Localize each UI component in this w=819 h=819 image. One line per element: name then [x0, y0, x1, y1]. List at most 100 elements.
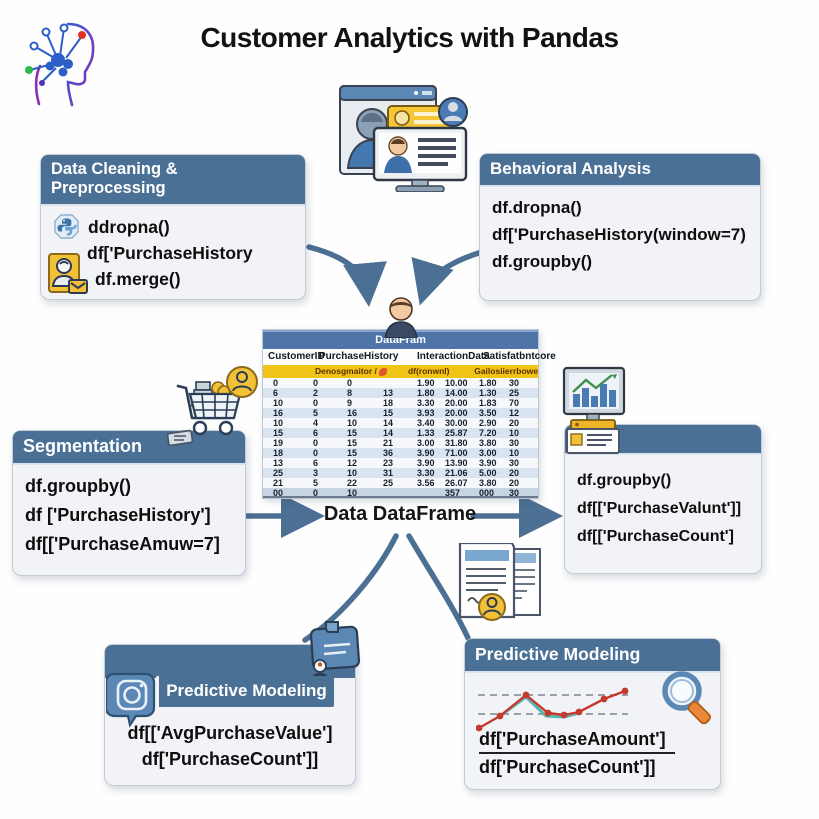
- table-cell: 12: [509, 408, 520, 418]
- table-cell: 0: [273, 378, 279, 388]
- table-cell: 3.00: [417, 438, 435, 448]
- panel-header: Data Cleaning & Preprocessing: [41, 155, 305, 206]
- panel-header: Behavioral Analysis: [480, 154, 760, 187]
- column-header: PurchaseHistory: [319, 351, 399, 362]
- code-line: ddropna(): [88, 216, 170, 237]
- column-header: Satisfatbntcore: [483, 351, 556, 362]
- code-line: df['PurchaseAmount']: [479, 729, 675, 754]
- table-cell: 2: [313, 388, 319, 398]
- subheader-cell: Gailosiierrbowe: [474, 366, 538, 376]
- subheader-cell: Denosgmaitor /: [315, 366, 377, 376]
- table-cell: 20: [509, 478, 520, 488]
- brain-network-icon: [25, 22, 95, 107]
- table-cell: 14.00: [445, 388, 468, 398]
- table-cell: 6: [273, 388, 279, 398]
- table-cell: 16: [347, 408, 358, 418]
- table-cell: 3: [313, 468, 319, 478]
- panel-header: Predictive Modeling: [156, 676, 334, 707]
- table-cell: 3.90: [417, 458, 435, 468]
- panel-behavioral-analysis: Behavioral Analysis df.dropna() df['Purc…: [479, 153, 761, 301]
- table-cell: 1.83: [479, 398, 497, 408]
- table-cell: 3.50: [479, 408, 497, 418]
- table-cell: 21: [273, 478, 284, 488]
- table-cell: 1.33: [417, 428, 435, 438]
- table-cell: 5: [313, 408, 319, 418]
- table-cell: 22: [347, 478, 358, 488]
- column-header: InteractionData: [417, 351, 490, 362]
- dataframe-label: Data DataFrame: [323, 503, 477, 525]
- code-line: df['PurchaseHistory: [87, 243, 253, 263]
- table-cell: [373, 488, 407, 496]
- table-cell: 3.90: [417, 448, 435, 458]
- code-line: df.merge(): [95, 269, 181, 289]
- table-cell: 25: [383, 478, 394, 488]
- code-line: df['PurchaseHistory(window=7): [492, 225, 746, 244]
- code-line: df[['PurchaseValunt']]: [577, 500, 742, 517]
- code-line: df.dropna(): [492, 198, 582, 217]
- person-envelope-icon: [48, 253, 88, 294]
- table-cell: 71.00: [445, 448, 468, 458]
- table-cell: 30: [509, 458, 520, 468]
- table-cell: 16: [273, 408, 284, 418]
- table-cell: 5.00: [479, 468, 497, 478]
- table-cell: 19: [273, 438, 284, 448]
- table-cell: 23: [383, 458, 394, 468]
- panel-header: Segmentation: [13, 431, 245, 465]
- subheader-cell: df(ronwnl): [407, 366, 450, 376]
- panel-header: Predictive Modeling: [465, 639, 720, 673]
- table-cell: 31.80: [445, 438, 468, 448]
- table-cell: 1.80: [417, 388, 435, 398]
- code-line: df.groupby(): [577, 472, 672, 489]
- code-line: df[['AvgPurchaseValue']: [127, 723, 333, 743]
- table-cell: 20.00: [445, 398, 468, 408]
- trend-chart-icon: [476, 687, 629, 732]
- table-cell: 30: [509, 488, 520, 498]
- table-cell: 15: [273, 428, 284, 438]
- leaf-icon: [378, 367, 387, 376]
- table-cell: 10: [347, 418, 358, 428]
- table-cell: 3.30: [417, 468, 435, 478]
- code-line: df[['PurchaseCount']: [577, 528, 734, 545]
- table-cell: 13: [273, 458, 284, 468]
- code-line: df ['PurchaseHistory']: [25, 505, 211, 525]
- column-header: CustomerID: [268, 351, 325, 362]
- table-cell: 000: [479, 488, 495, 498]
- table-cell: 30: [509, 378, 520, 388]
- table-cell: 21: [383, 438, 394, 448]
- table-cell: 1.90: [417, 378, 435, 388]
- person-avatar-icon: [384, 297, 418, 338]
- table-cell: 3.80: [479, 478, 497, 488]
- table-cell: 10.00: [445, 378, 468, 388]
- table-cell: 20.00: [445, 408, 468, 418]
- table-cell: 18: [273, 448, 284, 458]
- table-cell: 0: [347, 378, 353, 388]
- table-cell: 357: [445, 488, 461, 498]
- panel-data-cleaning: Data Cleaning & Preprocessing ddropna() …: [40, 154, 306, 300]
- code-line: df.groupby(): [25, 476, 131, 496]
- customer-profiles-icon: [339, 85, 468, 192]
- table-cell: 15: [347, 428, 358, 438]
- code-line: df.groupby(): [492, 252, 593, 271]
- table-cell: 6: [313, 428, 319, 438]
- camera-lens-icon: [106, 672, 156, 728]
- table-cell: 31: [383, 468, 394, 478]
- table-cell: 00: [273, 488, 284, 498]
- table-cell: 25: [273, 468, 284, 478]
- table-cell: 15: [347, 438, 358, 448]
- table-cell: 0: [313, 438, 319, 448]
- table-cell: 2.90: [479, 418, 497, 428]
- table-cell: 3.90: [479, 458, 497, 468]
- table-cell: 15: [347, 448, 358, 458]
- report-pages-icon: [458, 543, 541, 621]
- table-cell: 4: [313, 418, 319, 428]
- table-cell: [373, 378, 407, 388]
- python-icon: [54, 214, 79, 239]
- table-cell: 8: [347, 388, 353, 398]
- table-cell: 25: [509, 388, 520, 398]
